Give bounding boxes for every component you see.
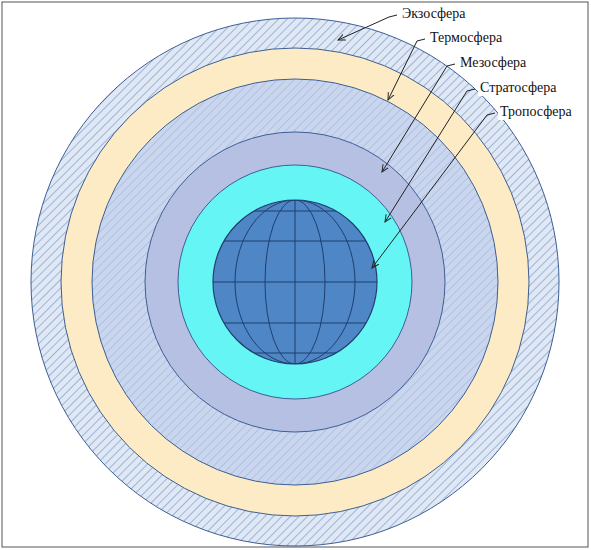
leader-arrow — [388, 39, 425, 100]
mesosphere-ring — [92, 79, 498, 485]
leader-lines — [338, 15, 495, 268]
stratosphere-ring — [145, 132, 445, 432]
exosphere-ring — [31, 18, 559, 546]
layer-label: Экзосфера — [400, 6, 468, 22]
leader-arrow — [382, 64, 455, 172]
layer-label: Термосфера — [428, 30, 504, 46]
layer-label: Стратосфера — [478, 80, 558, 96]
thermosphere-ring — [61, 48, 529, 516]
layer-label: Мезосфера — [458, 55, 528, 71]
leader-arrow — [385, 89, 475, 222]
leader-arrow — [338, 15, 397, 40]
earth-globe — [213, 200, 377, 364]
troposphere-ring — [178, 165, 412, 399]
layer-label: Тропосфера — [498, 104, 574, 120]
leader-arrow — [372, 113, 495, 268]
